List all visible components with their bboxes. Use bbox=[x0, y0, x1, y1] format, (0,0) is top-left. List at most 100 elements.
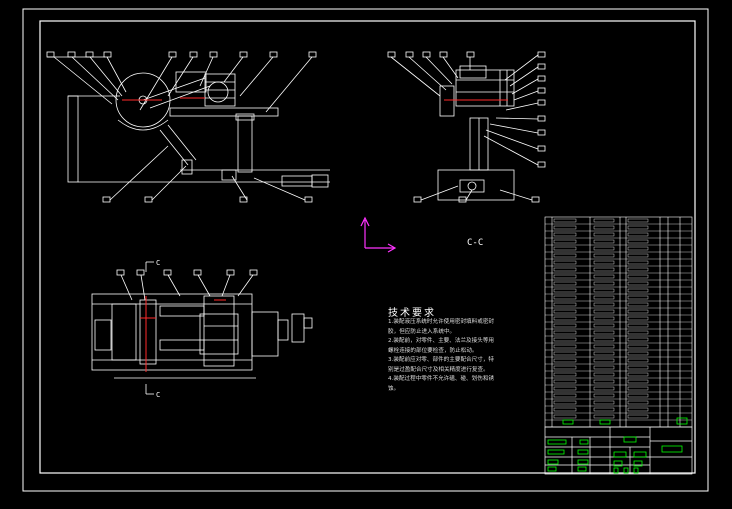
parts-cell-text bbox=[627, 358, 649, 363]
parts-cell-text bbox=[553, 351, 577, 356]
parts-cell-text bbox=[553, 274, 577, 279]
tech-note-line: 蚀。 bbox=[388, 385, 400, 392]
parts-cell-text bbox=[627, 365, 649, 370]
balloon-row-front bbox=[46, 51, 317, 58]
tech-note-line: 4.装配过程中零件不允许磕、碰、划伤和锈 bbox=[388, 376, 495, 382]
parts-cell-text bbox=[553, 309, 577, 314]
parts-cell-text bbox=[593, 379, 615, 384]
parts-cell-text bbox=[553, 267, 577, 272]
tech-requirements-notes: 1.装配液压系统时允许使用密封填料或密封 胶，但应防止进入系统中。 2.装配前，… bbox=[388, 318, 548, 394]
parts-cell-text bbox=[627, 323, 649, 328]
side-view-cc bbox=[387, 51, 546, 203]
parts-cell-text bbox=[593, 344, 615, 349]
parts-cell-text bbox=[627, 400, 649, 405]
parts-cell-text bbox=[593, 225, 615, 230]
title-block-green bbox=[547, 417, 688, 474]
parts-cell-text bbox=[593, 365, 615, 370]
parts-cell-text bbox=[553, 344, 577, 349]
parts-cell-text bbox=[627, 302, 649, 307]
parts-cell-text bbox=[553, 239, 577, 244]
parts-cell-text bbox=[553, 400, 577, 405]
inner-frame bbox=[39, 20, 696, 474]
outer-frame bbox=[22, 8, 709, 492]
parts-cell-text bbox=[553, 302, 577, 307]
parts-cell-text bbox=[593, 253, 615, 258]
parts-cell-text bbox=[593, 260, 615, 265]
parts-cell-text bbox=[593, 414, 615, 419]
parts-cell-text bbox=[553, 407, 577, 412]
parts-cell-text bbox=[627, 330, 649, 335]
parts-cell-text bbox=[553, 295, 577, 300]
section-view-label: C-C bbox=[467, 238, 484, 248]
parts-cell-text bbox=[553, 358, 577, 363]
parts-cell-text bbox=[553, 281, 577, 286]
top-view bbox=[91, 261, 313, 395]
top-view-highlights bbox=[140, 296, 226, 372]
parts-cell-text bbox=[553, 393, 577, 398]
parts-cell-text bbox=[627, 337, 649, 342]
parts-cell-text bbox=[593, 323, 615, 328]
parts-cell-text bbox=[593, 267, 615, 272]
parts-cell-text bbox=[553, 337, 577, 342]
parts-cell-text bbox=[627, 407, 649, 412]
parts-cell-text bbox=[627, 218, 649, 223]
tech-note-line: 3.装配前应对零、部件的主要配合尺寸，特 bbox=[388, 357, 495, 363]
parts-cell-text bbox=[553, 414, 577, 419]
parts-cell-text bbox=[593, 358, 615, 363]
parts-cell-text bbox=[593, 400, 615, 405]
ucs-axis-icon bbox=[360, 216, 397, 253]
parts-cell-text bbox=[553, 372, 577, 377]
parts-cell-text bbox=[627, 295, 649, 300]
parts-cell-text bbox=[627, 260, 649, 265]
tech-note-line: 1.装配液压系统时允许使用密封填料或密封 bbox=[388, 319, 495, 325]
parts-cell-text bbox=[593, 246, 615, 251]
parts-cell-text bbox=[627, 267, 649, 272]
parts-cell-text bbox=[553, 218, 577, 223]
tech-note-line: 胶，但应防止进入系统中。 bbox=[388, 328, 456, 335]
tech-note-line: 别是过盈配合尺寸及相关精度进行复查。 bbox=[388, 366, 489, 373]
parts-cell-text bbox=[593, 386, 615, 391]
parts-cell-text bbox=[627, 414, 649, 419]
parts-cell-text bbox=[553, 316, 577, 321]
parts-cell-text bbox=[593, 316, 615, 321]
parts-cell-text bbox=[593, 302, 615, 307]
parts-list-rows bbox=[545, 218, 692, 421]
parts-cell-text bbox=[553, 225, 577, 230]
parts-cell-text bbox=[553, 330, 577, 335]
parts-cell-text bbox=[627, 239, 649, 244]
parts-cell-text bbox=[553, 386, 577, 391]
parts-cell-text bbox=[627, 274, 649, 279]
parts-cell-text bbox=[627, 386, 649, 391]
parts-cell-text bbox=[627, 316, 649, 321]
parts-cell-text bbox=[593, 274, 615, 279]
parts-cell-text bbox=[627, 379, 649, 384]
parts-cell-text bbox=[593, 309, 615, 314]
parts-cell-text bbox=[627, 372, 649, 377]
parts-cell-text bbox=[627, 351, 649, 356]
parts-cell-text bbox=[553, 365, 577, 370]
front-view bbox=[46, 51, 330, 203]
parts-cell-text bbox=[627, 309, 649, 314]
parts-cell-text bbox=[553, 260, 577, 265]
parts-cell-text bbox=[553, 323, 577, 328]
parts-cell-text bbox=[593, 288, 615, 293]
tech-note-line: 螺栓连接的部位要检查，防止松动。 bbox=[388, 347, 478, 354]
parts-cell-text bbox=[553, 253, 577, 258]
front-view-highlights bbox=[122, 97, 205, 101]
parts-cell-text bbox=[553, 379, 577, 384]
parts-cell-text bbox=[553, 232, 577, 237]
tech-note-line: 2.装配前，对零件、主要、法兰及接头等用 bbox=[388, 338, 495, 344]
parts-cell-text bbox=[627, 232, 649, 237]
parts-cell-text bbox=[627, 225, 649, 230]
parts-cell-text bbox=[593, 372, 615, 377]
section-mark-top: C bbox=[156, 259, 161, 267]
parts-cell-text bbox=[627, 288, 649, 293]
parts-cell-text bbox=[593, 407, 615, 412]
tech-requirements-title: 技术要求 bbox=[388, 308, 436, 319]
parts-cell-text bbox=[593, 393, 615, 398]
parts-cell-text bbox=[593, 351, 615, 356]
parts-cell-text bbox=[593, 337, 615, 342]
parts-cell-text bbox=[593, 281, 615, 286]
